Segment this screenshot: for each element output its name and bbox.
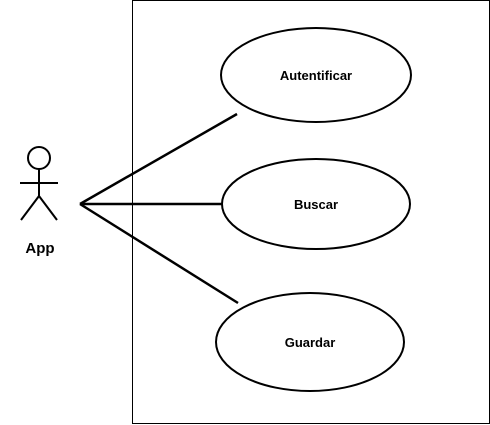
use-case-ellipse	[215, 292, 405, 392]
actor-right-leg	[38, 195, 58, 221]
use-case-autentificar[interactable]: Autentificar	[220, 27, 412, 123]
use-case-buscar[interactable]: Buscar	[221, 158, 411, 250]
actor-label: App	[25, 240, 54, 257]
use-case-label: Guardar	[285, 335, 336, 350]
use-case-ellipse	[220, 27, 412, 123]
use-case-label: Autentificar	[280, 68, 352, 83]
actor-left-leg	[20, 195, 40, 221]
use-case-ellipse	[221, 158, 411, 250]
use-case-guardar[interactable]: Guardar	[215, 292, 405, 392]
stick-figure-icon	[20, 146, 58, 221]
associations	[79, 112, 239, 305]
association-guardar	[79, 202, 239, 305]
actor-app[interactable]: App	[20, 146, 58, 257]
association-autentificar	[79, 112, 238, 206]
use-case-label: Buscar	[294, 197, 338, 212]
actor-head	[27, 146, 51, 170]
